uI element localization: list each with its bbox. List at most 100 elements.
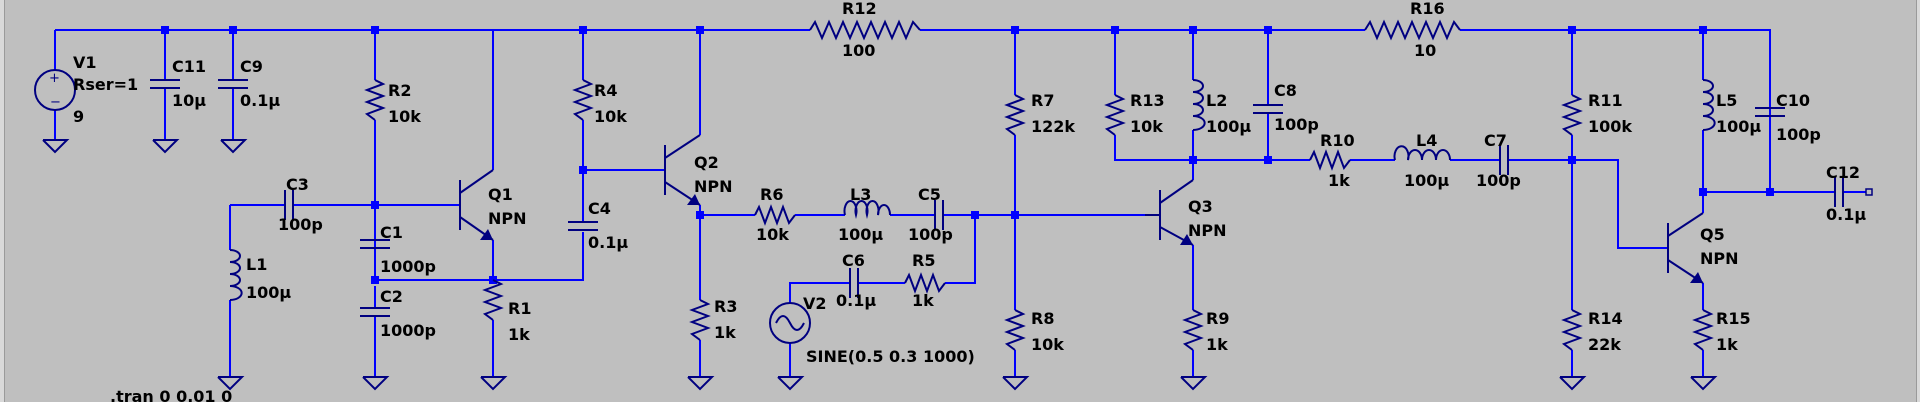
junction-dots	[161, 26, 1774, 284]
svg-text:−: −	[50, 95, 61, 110]
R12-symbol[interactable]	[809, 19, 921, 41]
label-C9-value: 0.1µ	[240, 91, 280, 110]
L3-symbol[interactable]	[843, 200, 891, 219]
label-C12-id: C12	[1826, 163, 1860, 182]
label-L1-value: 100µ	[246, 283, 291, 302]
label-V1-rser: Rser=1	[73, 75, 138, 94]
label-L3-id: L3	[850, 185, 871, 204]
R14-symbol[interactable]	[1561, 309, 1583, 351]
label-C8-id: C8	[1274, 81, 1297, 100]
C8-symbol[interactable]	[1253, 104, 1283, 114]
R15-symbol[interactable]	[1692, 309, 1714, 351]
label-C4-id: C4	[588, 199, 611, 218]
label-Q3-type: NPN	[1188, 221, 1227, 240]
R7-symbol[interactable]	[1004, 94, 1026, 136]
label-R16-id: R16	[1410, 0, 1445, 18]
label-R14-id: R14	[1588, 309, 1623, 328]
label-R4-value: 10k	[594, 107, 627, 126]
label-C9-id: C9	[240, 57, 263, 76]
label-Q1-id: Q1	[488, 185, 513, 204]
C5-symbol[interactable]	[934, 200, 944, 230]
L5-symbol[interactable]	[1702, 79, 1716, 131]
label-R5-id: R5	[912, 251, 935, 270]
label-V1-id: V1	[73, 53, 97, 72]
R16-symbol[interactable]	[1364, 19, 1461, 41]
label-C1-value: 1000p	[380, 257, 436, 276]
label-R7-value: 122k	[1031, 117, 1075, 136]
label-L5-id: L5	[1716, 91, 1737, 110]
spice-directive[interactable]: .tran 0 0.01 0	[110, 387, 232, 402]
Q2-symbol[interactable]	[664, 134, 701, 206]
label-R8-id: R8	[1031, 309, 1054, 328]
label-C2-id: C2	[380, 287, 403, 306]
label-C11-value: 10µ	[172, 91, 206, 110]
window-left-edge	[0, 0, 5, 402]
R9-symbol[interactable]	[1182, 309, 1204, 351]
C1-symbol[interactable]	[360, 239, 390, 249]
Q5-symbol[interactable]	[1667, 212, 1704, 284]
label-C4-value: 0.1µ	[588, 233, 628, 252]
C4-symbol[interactable]	[568, 221, 598, 231]
R13-symbol[interactable]	[1104, 94, 1126, 136]
label-Q1-type: NPN	[488, 209, 527, 228]
label-R2-id: R2	[388, 81, 411, 100]
C12-symbol[interactable]	[1834, 177, 1873, 207]
label-R9-id: R9	[1206, 309, 1229, 328]
label-R13-value: 10k	[1130, 117, 1163, 136]
label-R6-value: 10k	[756, 225, 789, 244]
L2-symbol[interactable]	[1192, 79, 1206, 131]
label-L4-value: 100µ	[1404, 171, 1449, 190]
R11-symbol[interactable]	[1561, 94, 1583, 136]
label-C7-value: 100p	[1476, 171, 1521, 190]
C2-symbol[interactable]	[360, 307, 390, 317]
C7-symbol[interactable]	[1499, 145, 1509, 175]
label-L3-value: 100µ	[838, 225, 883, 244]
C11-symbol[interactable]	[150, 79, 180, 89]
label-R6-id: R6	[760, 185, 783, 204]
label-R16-value: 10	[1414, 41, 1436, 60]
label-C6-value: 0.1µ	[836, 291, 876, 310]
V2-symbol[interactable]	[769, 302, 811, 344]
label-R12-id: R12	[842, 0, 877, 18]
label-Q5-type: NPN	[1700, 249, 1739, 268]
C9-symbol[interactable]	[218, 79, 248, 89]
label-C12-value: 0.1µ	[1826, 205, 1866, 224]
label-R15-value: 1k	[1716, 335, 1738, 354]
Q1-symbol[interactable]	[459, 169, 494, 241]
label-L2-id: L2	[1206, 91, 1227, 110]
label-R1-value: 1k	[508, 325, 530, 344]
window-right-edge	[1916, 0, 1920, 402]
L4-symbol[interactable]	[1393, 145, 1451, 161]
Q3-symbol[interactable]	[1145, 179, 1194, 246]
R3-symbol[interactable]	[689, 299, 711, 341]
label-C7-id: C7	[1484, 131, 1507, 150]
label-C6-id: C6	[842, 251, 865, 270]
label-R11-value: 100k	[1588, 117, 1632, 136]
R10-symbol[interactable]	[1309, 149, 1351, 171]
R2-symbol[interactable]	[364, 79, 386, 121]
label-C1-id: C1	[380, 223, 403, 242]
R5-symbol[interactable]	[904, 272, 946, 294]
label-R3-id: R3	[714, 297, 737, 316]
label-Q5-id: Q5	[1700, 225, 1725, 244]
R8-symbol[interactable]	[1004, 309, 1026, 351]
C6-symbol[interactable]	[849, 268, 859, 298]
V1-symbol[interactable]: + −	[34, 69, 76, 111]
R4-symbol[interactable]	[572, 79, 594, 121]
L1-symbol[interactable]	[229, 249, 243, 301]
R6-symbol[interactable]	[754, 204, 796, 226]
label-C3-id: C3	[286, 175, 309, 194]
label-R12-value: 100	[842, 41, 875, 60]
R1-symbol[interactable]	[482, 279, 504, 321]
label-R1-id: R1	[508, 299, 531, 318]
C3-symbol[interactable]	[284, 190, 294, 220]
label-C10-value: 100p	[1776, 125, 1821, 144]
svg-text:+: +	[49, 71, 60, 86]
label-C11-id: C11	[172, 57, 206, 76]
label-R5-value: 1k	[912, 291, 934, 310]
label-R13-id: R13	[1130, 91, 1165, 110]
label-L2-value: 100µ	[1206, 117, 1251, 136]
C10-symbol[interactable]	[1755, 107, 1785, 117]
